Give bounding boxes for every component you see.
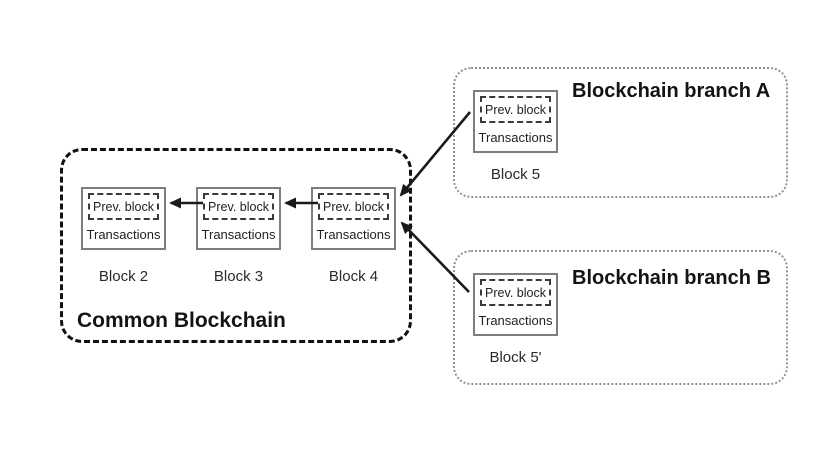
common-blockchain-title: Common Blockchain (77, 309, 286, 332)
prev-block-label: Prev. block (323, 199, 384, 214)
block-2: Prev. block Transactions (81, 187, 166, 250)
transactions-label: Transactions (201, 226, 276, 242)
prev-block-box: Prev. block (88, 193, 159, 220)
branch-a-title: Blockchain branch A (572, 80, 771, 102)
block-5-prime-caption: Block 5' (489, 349, 542, 366)
common-blockchain-container: Prev. block Transactions Prev. block Tra… (60, 148, 412, 343)
transactions-label: Transactions (478, 312, 553, 328)
transactions-label: Transactions (316, 226, 391, 242)
prev-block-box: Prev. block (203, 193, 274, 220)
prev-block-box: Prev. block (480, 279, 551, 306)
branch-b-container: Blockchain branch B Prev. block Transact… (453, 250, 788, 385)
block-2-caption: Block 2 (98, 268, 149, 285)
branch-b-title: Blockchain branch B (572, 267, 771, 289)
prev-block-label: Prev. block (93, 199, 154, 214)
prev-block-label: Prev. block (208, 199, 269, 214)
block-5-caption: Block 5 (490, 166, 541, 183)
block-3: Prev. block Transactions (196, 187, 281, 250)
branch-a-container: Blockchain branch A Prev. block Transact… (453, 67, 788, 198)
block-5: Prev. block Transactions (473, 90, 558, 153)
prev-block-label: Prev. block (485, 102, 546, 117)
block-3-caption: Block 3 (213, 268, 264, 285)
transactions-label: Transactions (86, 226, 161, 242)
block-4: Prev. block Transactions (311, 187, 396, 250)
prev-block-box: Prev. block (480, 96, 551, 123)
block-4-caption: Block 4 (328, 268, 379, 285)
block-5-prime: Prev. block Transactions (473, 273, 558, 336)
prev-block-label: Prev. block (485, 285, 546, 300)
prev-block-box: Prev. block (318, 193, 389, 220)
transactions-label: Transactions (478, 129, 553, 145)
